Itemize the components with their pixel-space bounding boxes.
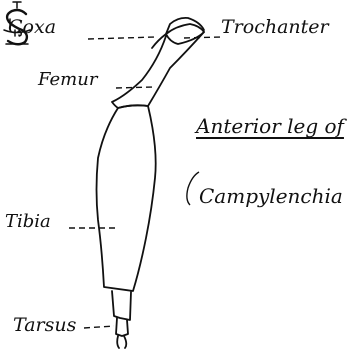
tarsus-tip — [116, 318, 128, 336]
monogram-seal — [0, 0, 34, 50]
title-pointer — [187, 172, 199, 205]
diagram-title-line1: Anterior leg of — [196, 116, 344, 136]
label-femur: Femur — [38, 71, 97, 89]
leader-femur — [116, 87, 155, 88]
femur-segment — [112, 32, 204, 108]
trochanter-segment — [166, 24, 204, 44]
diagram-title-line2: Campylenchia — [199, 186, 343, 206]
label-tibia: Tibia — [5, 213, 51, 231]
tarsus-segment — [112, 291, 131, 320]
label-tarsus: Tarsus — [13, 316, 76, 335]
tibia-segment — [97, 105, 156, 291]
claw — [117, 336, 126, 348]
leader-coxa — [88, 37, 156, 39]
leader-trochanter — [184, 37, 221, 38]
leader-tarsus — [84, 326, 114, 328]
label-trochanter: Trochanter — [221, 18, 329, 37]
